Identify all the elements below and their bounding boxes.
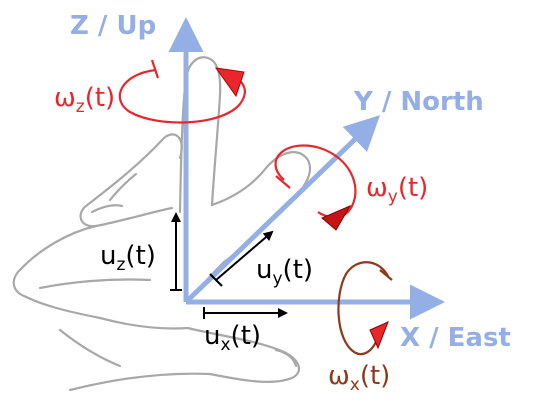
omega-y-label: ωy(t) bbox=[366, 173, 428, 207]
omega-z-loop bbox=[118, 59, 246, 124]
u-x-subscript: x bbox=[220, 335, 230, 355]
z-axis-label: Z / Up bbox=[70, 11, 156, 41]
u-z-symbol: u bbox=[100, 241, 116, 271]
u-z-arrow bbox=[170, 212, 182, 291]
omega-x-arg: (t) bbox=[360, 361, 390, 391]
omega-z-subscript: z bbox=[76, 97, 85, 117]
omega-z-label: ωz(t) bbox=[54, 83, 115, 117]
u-y-arg: (t) bbox=[283, 255, 313, 285]
u-y-symbol: u bbox=[256, 255, 272, 285]
u-y-subscript: y bbox=[272, 269, 282, 289]
u-z-arg: (t) bbox=[125, 241, 155, 271]
omega-y-arg: (t) bbox=[398, 173, 428, 203]
omega-y-loop bbox=[274, 144, 357, 231]
u-y-arrow bbox=[209, 230, 274, 287]
omega-x-label: ωx(t) bbox=[328, 361, 390, 395]
y-axis bbox=[184, 115, 381, 304]
u-x-arg: (t) bbox=[231, 321, 261, 351]
omega-x-loop bbox=[337, 261, 393, 356]
u-y-label: uy(t) bbox=[256, 255, 313, 289]
omega-x-symbol: ω bbox=[328, 361, 350, 391]
x-axis-label: X / East bbox=[400, 323, 511, 353]
omega-y-subscript: y bbox=[388, 187, 398, 207]
omega-y-symbol: ω bbox=[366, 173, 388, 203]
omega-x-subscript: x bbox=[350, 375, 360, 395]
axes bbox=[168, 17, 445, 320]
u-z-subscript: z bbox=[116, 255, 125, 275]
u-x-arrow bbox=[203, 307, 288, 319]
u-x-label: ux(t) bbox=[204, 321, 261, 355]
u-x-symbol: u bbox=[204, 321, 220, 351]
omega-z-symbol: ω bbox=[54, 83, 76, 113]
displacement-arrows bbox=[170, 212, 288, 319]
omega-z-arg: (t) bbox=[85, 83, 115, 113]
y-axis-label: Y / North bbox=[353, 87, 484, 117]
u-z-label: uz(t) bbox=[100, 241, 156, 275]
